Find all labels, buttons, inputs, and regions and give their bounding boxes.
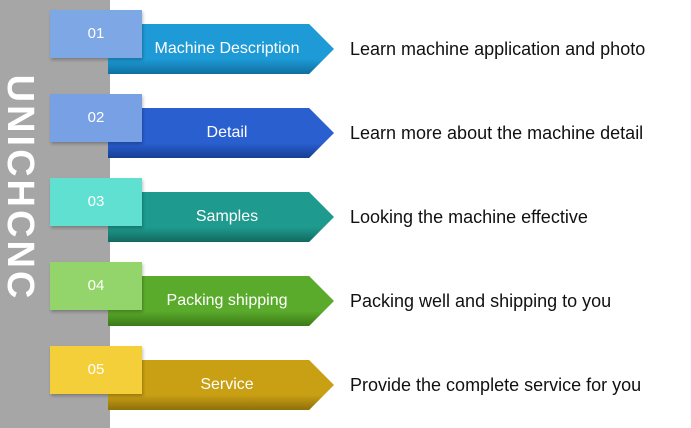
- step-1-number-tab: 01: [50, 10, 142, 58]
- step-5: 05 Service Provide the complete service …: [0, 336, 691, 426]
- step-5-number-tab: 05: [50, 346, 142, 394]
- step-3-title: Samples: [195, 208, 259, 225]
- step-2-number: 02: [87, 109, 105, 126]
- step-4-title: Packing shipping: [166, 292, 288, 309]
- step-2: 02 Detail Learn more about the machine d…: [0, 84, 691, 174]
- step-1-number: 01: [87, 25, 105, 42]
- step-3-number: 03: [87, 193, 105, 210]
- step-4-arrow: [108, 276, 334, 326]
- step-2-number-tab: 02: [50, 94, 142, 142]
- step-1-title: Machine Description: [154, 40, 300, 57]
- step-3-arrow: [108, 192, 334, 242]
- step-1-arrow: [108, 24, 334, 74]
- step-4-description: Packing well and shipping to you: [350, 291, 612, 311]
- step-5-arrow: [108, 360, 334, 410]
- step-2-description: Learn more about the machine detail: [350, 123, 644, 143]
- step-5-description: Provide the complete service for you: [350, 375, 642, 395]
- step-1-description: Learn machine application and photo: [350, 39, 646, 59]
- step-3: 03 Samples Looking the machine effective: [0, 168, 691, 258]
- step-3-number-tab: 03: [50, 178, 142, 226]
- step-1: 01 Machine Description Learn machine app…: [0, 0, 691, 90]
- step-5-title: Service: [200, 376, 254, 393]
- step-4: 04 Packing shipping Packing well and shi…: [0, 252, 691, 342]
- step-3-description: Looking the machine effective: [350, 207, 588, 227]
- step-4-number: 04: [87, 277, 105, 294]
- step-5-number: 05: [87, 361, 105, 378]
- step-2-title: Detail: [206, 124, 248, 141]
- step-4-number-tab: 04: [50, 262, 142, 310]
- step-2-arrow: [108, 108, 334, 158]
